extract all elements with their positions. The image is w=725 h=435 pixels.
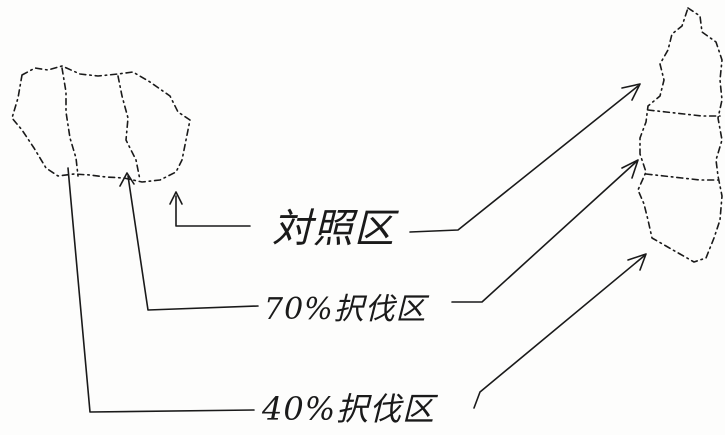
arrowhead-70-cut-large xyxy=(621,159,639,179)
small-plot-outline xyxy=(11,65,191,183)
arrowhead-40-cut-large xyxy=(627,253,647,271)
arrow-70-cut xyxy=(451,161,637,303)
large-plot-outline xyxy=(637,7,723,263)
arrowhead-control-plot xyxy=(169,191,183,205)
label-70-percent-cut: 70%択伐区 xyxy=(264,292,427,327)
arrow-control-plot xyxy=(409,85,639,233)
arrow-40-cut xyxy=(473,255,645,409)
large-plot-divider-lower xyxy=(645,173,719,181)
small-plot-divider-right xyxy=(117,75,141,181)
large-plot-divider-upper xyxy=(647,109,721,117)
label-control-plot: 対照区 xyxy=(272,206,395,252)
small-plot-divider-left xyxy=(61,67,79,177)
leader-control-plot xyxy=(175,195,251,227)
arrowhead-control-plot-large xyxy=(621,83,641,101)
leader-40-cut xyxy=(67,167,255,413)
label-40-percent-cut: 40%択伐区 xyxy=(262,390,436,428)
arrowhead-70-cut xyxy=(119,172,135,187)
leader-70-cut xyxy=(127,175,259,311)
